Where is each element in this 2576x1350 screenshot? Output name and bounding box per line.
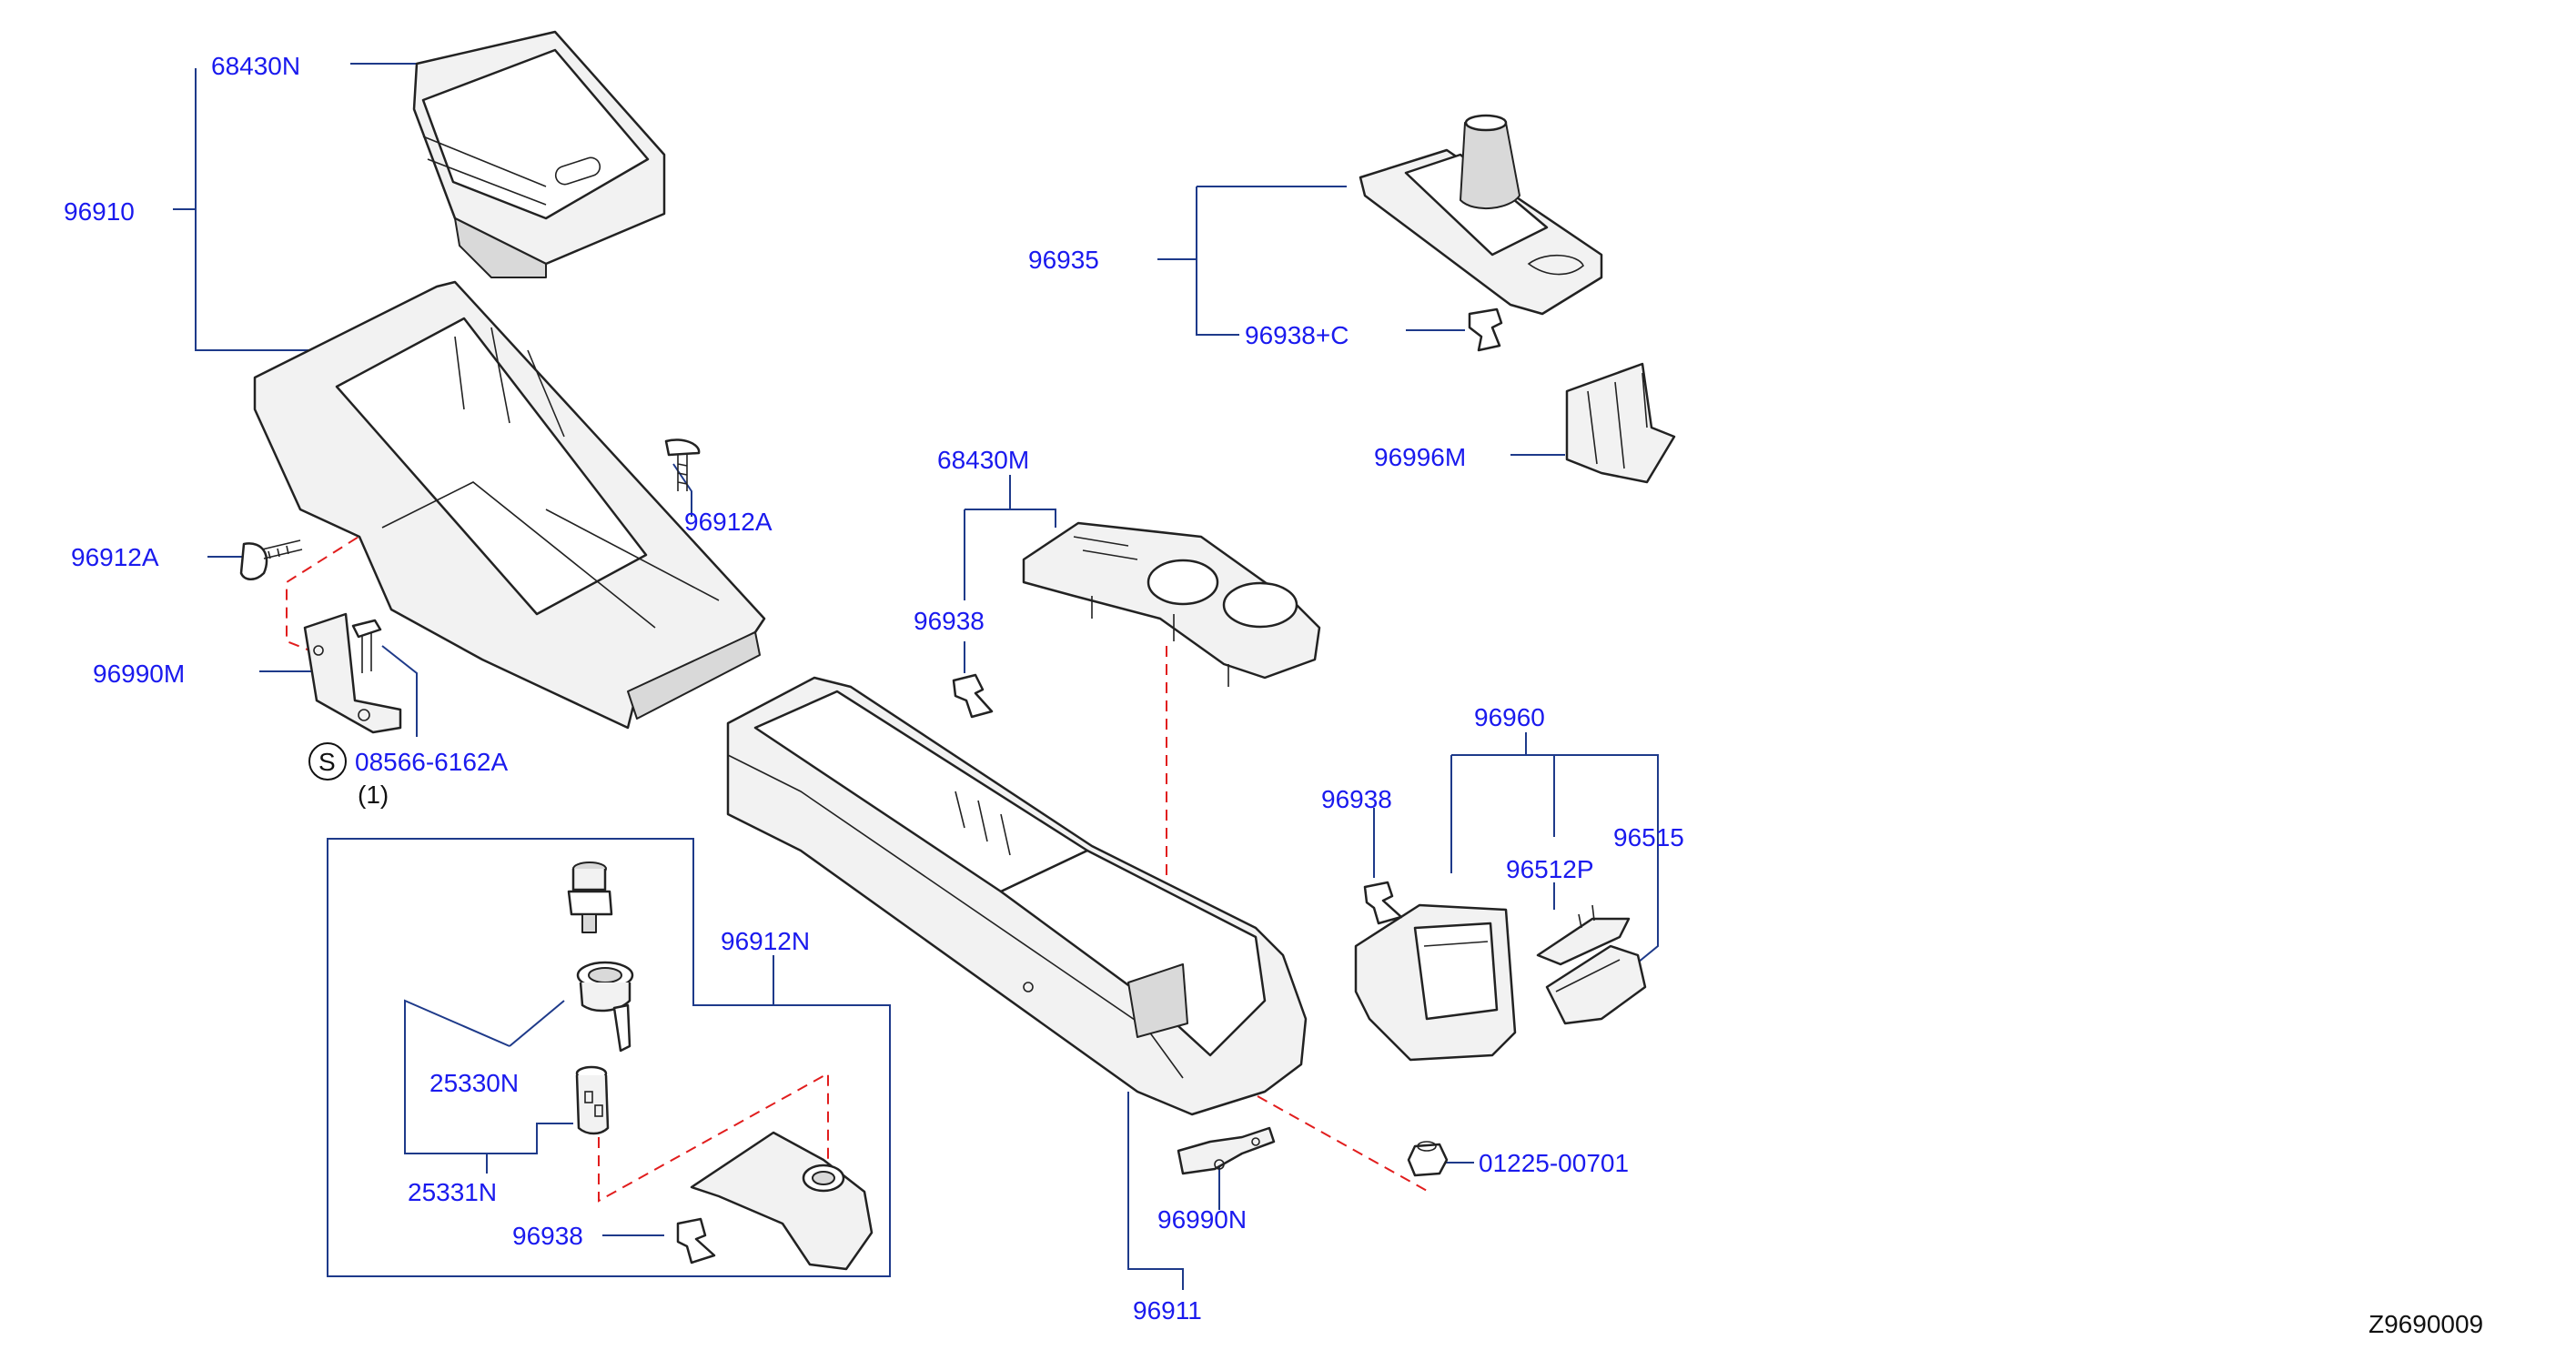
label-68430N: 68430N <box>211 52 300 80</box>
bracket-96990N-part <box>1177 1126 1276 1175</box>
label-96935: 96935 <box>1028 246 1099 274</box>
clip-96938-bottom-part <box>676 1217 716 1264</box>
label-96512P: 96512P <box>1506 855 1594 883</box>
bracket-96996M-part <box>1565 362 1676 484</box>
s-mark-text: S <box>318 748 336 776</box>
clip-96938C-part <box>1468 307 1503 352</box>
leader-lines <box>173 63 1659 1290</box>
shift-boot-cover-part <box>1359 114 1603 316</box>
s-mark-circle: S <box>308 742 347 781</box>
label-quantity-1: (1) <box>358 781 389 809</box>
label-08566-6162A: 08566-6162A <box>355 748 508 776</box>
lighter-element-25331N-part <box>575 1065 610 1135</box>
label-96911: 96911 <box>1133 1296 1202 1325</box>
clip-96938-right-part <box>1363 881 1403 925</box>
diagram-code: Z9690009 <box>2369 1310 2483 1338</box>
cup-holder-part <box>1022 521 1321 687</box>
label-96938-bottom: 96938 <box>512 1222 583 1250</box>
part-number-labels: 68430N 96910 96912A 96912A 96990M 08566-… <box>64 52 2483 1338</box>
label-96990M: 96990M <box>93 660 185 688</box>
storage-box-part <box>412 30 666 278</box>
screw-96912A-right <box>664 438 701 491</box>
label-25330N: 25330N <box>429 1069 519 1097</box>
label-96515: 96515 <box>1613 823 1684 851</box>
lighter-socket-25330N-part <box>576 961 634 1053</box>
rear-panel-96960-part <box>1354 903 1517 1062</box>
label-25331N: 25331N <box>408 1178 497 1206</box>
label-96990N: 96990N <box>1157 1205 1247 1234</box>
label-96912A-right: 96912A <box>684 508 773 536</box>
lid-96512P-part <box>1536 904 1631 966</box>
label-96912N: 96912N <box>721 927 810 955</box>
label-96960: 96960 <box>1474 703 1545 731</box>
bracket-96990M-part <box>303 612 402 734</box>
label-68430M: 68430M <box>937 446 1029 474</box>
label-96938-right: 96938 <box>1321 785 1392 813</box>
lighter-knob-part <box>567 861 613 933</box>
clip-96938-mid-part <box>952 673 994 719</box>
label-01225-00701: 01225-00701 <box>1479 1149 1629 1177</box>
front-console-body-part <box>253 280 766 730</box>
nut-01225-part <box>1407 1141 1449 1177</box>
label-96996M: 96996M <box>1374 443 1466 471</box>
label-96938C: 96938+C <box>1245 321 1349 349</box>
label-96938-mid: 96938 <box>914 607 985 635</box>
label-96910: 96910 <box>64 197 135 226</box>
screw-96912A-left <box>239 539 303 580</box>
ashtray-96515-part <box>1545 944 1647 1025</box>
label-96912A-left: 96912A <box>71 543 159 571</box>
lighter-panel-part <box>690 1131 874 1271</box>
rear-console-body-part <box>726 676 1308 1116</box>
